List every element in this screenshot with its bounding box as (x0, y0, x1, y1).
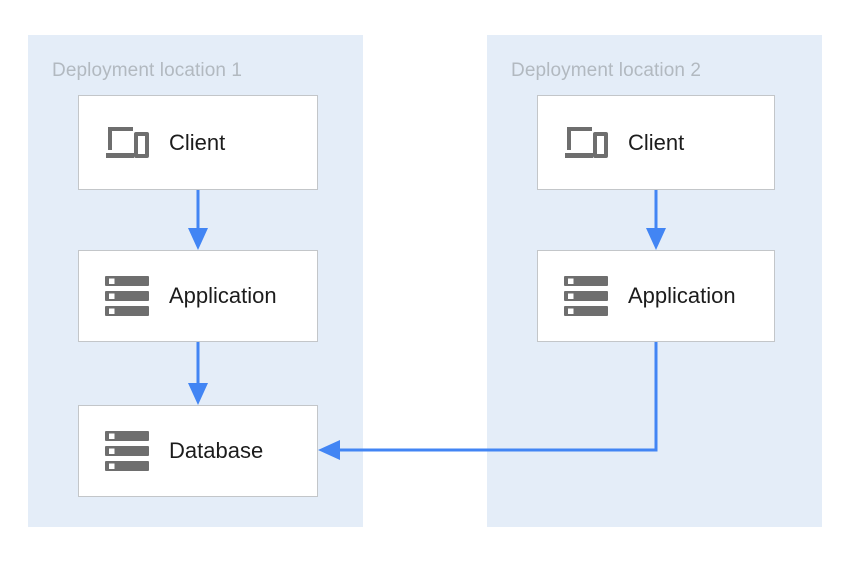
node-client-1-label: Client (169, 129, 226, 155)
node-database-1[interactable]: Database (78, 405, 318, 497)
devices-icon (101, 117, 153, 169)
zone-1-label: Deployment location 1 (52, 60, 243, 81)
node-database-1-label: Database (169, 438, 264, 463)
node-application-2-label: Application (628, 283, 736, 308)
server-icon (101, 425, 153, 477)
node-application-2[interactable]: Application (537, 250, 775, 342)
server-icon (101, 270, 153, 322)
devices-icon (560, 117, 612, 169)
node-application-1[interactable]: Application (78, 250, 318, 342)
node-client-2-label: Client (628, 129, 685, 155)
node-application-1-label: Application (169, 283, 277, 308)
zone-2-label: Deployment location 2 (511, 60, 702, 81)
server-icon (560, 270, 612, 322)
node-client-2[interactable]: Client (537, 95, 775, 190)
node-client-1[interactable]: Client (78, 95, 318, 190)
